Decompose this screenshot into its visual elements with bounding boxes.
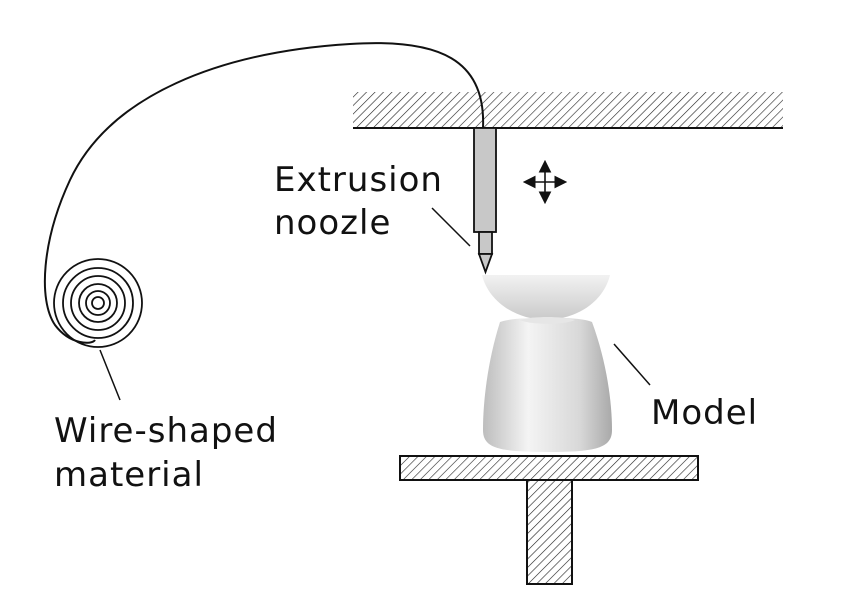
filament-wire	[43, 42, 485, 344]
extrusion-nozzle	[473, 127, 497, 275]
label-extrusion-line1: Extrusion	[274, 160, 443, 200]
wire-spool-coil	[53, 258, 143, 348]
label-wire-line2: material	[54, 455, 204, 495]
printed-model	[482, 275, 612, 452]
gantry-ceiling	[353, 92, 783, 129]
label-extrusion-line2: noozle	[274, 203, 391, 243]
build-platform	[399, 455, 699, 585]
four-way-arrow-icon	[522, 159, 568, 205]
label-wire-line1: Wire-shaped	[54, 411, 278, 451]
label-model: Model	[651, 393, 758, 433]
model-leader-line	[613, 343, 651, 386]
wire-leader-line	[99, 349, 121, 401]
extrusion-leader-line	[431, 207, 471, 247]
